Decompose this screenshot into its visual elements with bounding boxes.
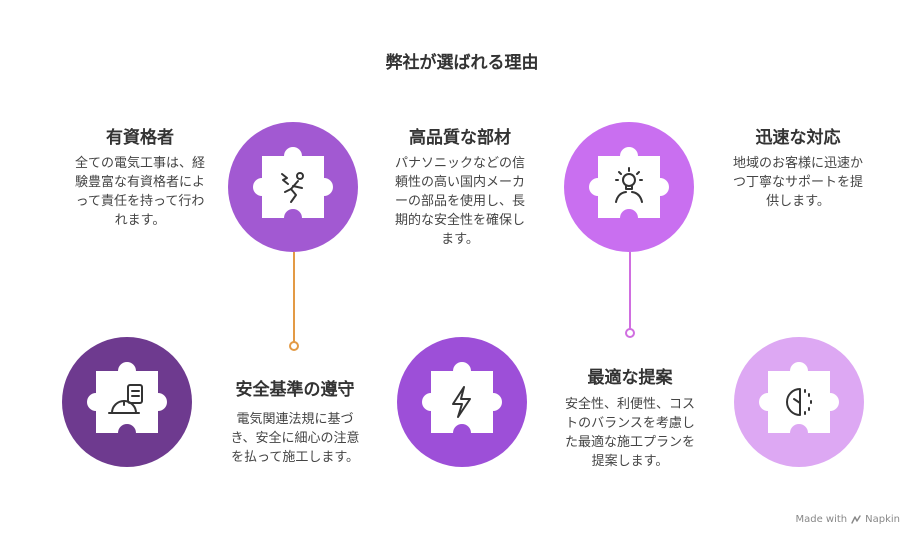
electrician-icon xyxy=(281,172,304,203)
description-line: 供します。 xyxy=(766,194,830,209)
description-line: 験豊富な有資格者によ xyxy=(74,175,205,190)
description-line: 安全性、利便性、コス xyxy=(564,397,695,412)
description-line: れます。 xyxy=(114,213,166,228)
description-line: た最適な施工プランを xyxy=(564,435,695,450)
description-line: 電気関連法規に基づ xyxy=(236,412,354,427)
item-heading-3: 高品質な部材 xyxy=(409,128,511,148)
item-description-1: 全ての電気工事は、経 験豊富な有資格者によ って責任を持って行わ れます。 xyxy=(50,154,230,230)
puzzle-circle-4 xyxy=(564,122,694,252)
puzzle-circle-3 xyxy=(397,337,527,467)
napkin-logo-icon xyxy=(851,514,861,524)
description-line: って責任を持って行わ xyxy=(75,194,205,209)
description-line: 提案します。 xyxy=(591,454,669,469)
item-heading-4: 最適な提案 xyxy=(587,368,673,388)
puzzle-piece-shape xyxy=(589,147,669,218)
description-line: 全ての電気工事は、経 xyxy=(74,156,205,171)
brand-label: Made with xyxy=(795,514,848,525)
made-with-napkin-badge: Made with Napkin xyxy=(795,514,900,525)
description-line: パナソニックなどの信 xyxy=(394,156,525,171)
description-line: き、安全に細心の注意 xyxy=(230,431,360,446)
item-heading-2: 安全基準の遵守 xyxy=(235,380,355,400)
connector-stem-2 xyxy=(629,252,631,332)
description-line: ーの部品を使用し、長 xyxy=(394,194,525,209)
description-line: トのバランスを考慮し xyxy=(565,416,695,431)
idea-person-icon xyxy=(615,167,643,203)
puzzle-circle-5 xyxy=(734,337,864,467)
puzzle-circle-1 xyxy=(228,122,358,252)
description-line: 地域のお客様に迅速か xyxy=(732,156,863,171)
description-line: つ丁寧なサポートを提 xyxy=(732,175,863,190)
description-line: 頼性の高い国内メーカ xyxy=(394,175,525,190)
item-heading-1: 有資格者 xyxy=(106,128,174,148)
lightning-icon xyxy=(452,386,471,418)
brand-name: Napkin xyxy=(865,514,900,525)
item-description-5: 地域のお客様に迅速か つ丁寧なサポートを提 供します。 xyxy=(708,154,888,211)
puzzle-circle-2 xyxy=(62,337,192,467)
item-heading-5: 迅速な対応 xyxy=(755,128,841,148)
diagram-title: 弊社が選ばれる理由 xyxy=(385,53,539,73)
connector-dot-2 xyxy=(625,328,635,338)
description-line: ます。 xyxy=(441,232,479,247)
safety-helmet-checklist-icon xyxy=(108,384,143,414)
description-line: を払って施工します。 xyxy=(230,450,360,465)
connector-stem-1 xyxy=(293,252,295,345)
fast-clock-icon xyxy=(786,388,812,416)
puzzle-piece-shape xyxy=(253,147,333,218)
item-description-2: 電気関連法規に基づ き、安全に細心の注意 を払って施工します。 xyxy=(200,410,390,467)
item-description-4: 安全性、利便性、コス トのバランスを考慮し た最適な施工プランを 提案します。 xyxy=(540,395,720,471)
connector-dot-1 xyxy=(289,341,299,351)
description-line: 期的な安全性を確保し xyxy=(394,213,525,228)
item-description-3: パナソニックなどの信 頼性の高い国内メーカ ーの部品を使用し、長 期的な安全性を… xyxy=(370,154,550,249)
